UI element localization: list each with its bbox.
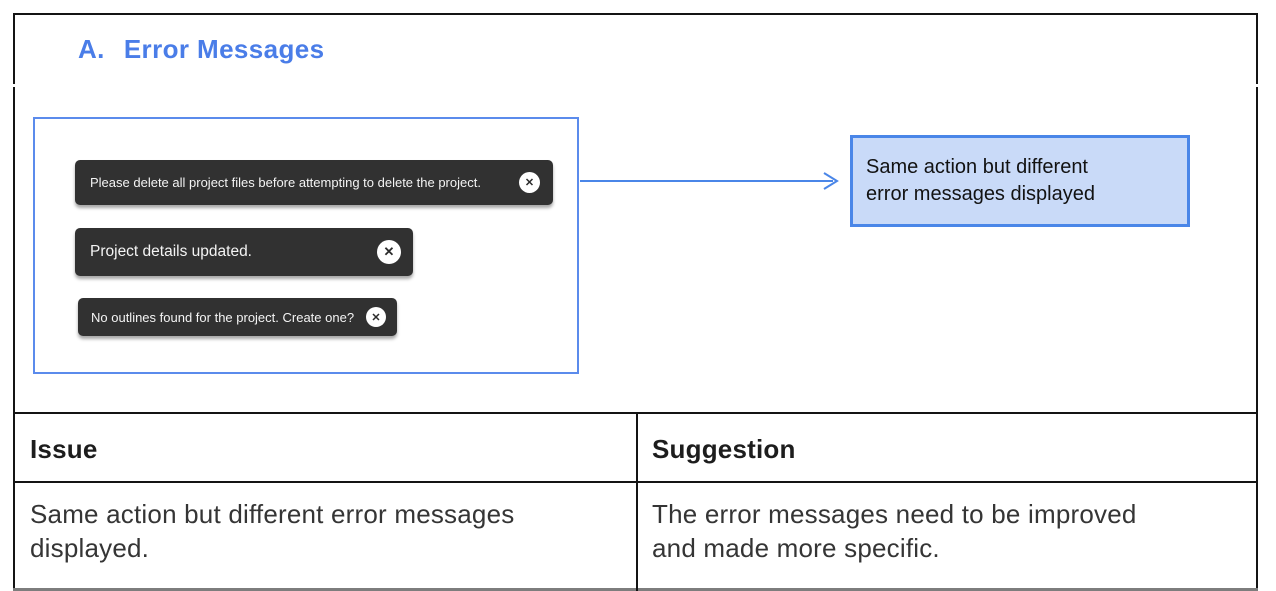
table-header-suggestion: Suggestion — [652, 434, 796, 464]
table-cell-line: and made more specific. — [652, 533, 940, 563]
arrow-connector-icon — [580, 172, 839, 190]
close-circle-icon: ✕ — [519, 172, 540, 193]
table-border-bottom — [13, 588, 1258, 591]
table-border-right-upper — [1256, 13, 1258, 84]
toast-notification: No outlines found for the project. Creat… — [78, 298, 397, 336]
table-header-issue: Issue — [30, 434, 98, 464]
close-circle-icon: ✕ — [366, 307, 386, 327]
section-heading-title: Error Messages — [123, 34, 325, 64]
table-border-left-upper — [13, 13, 15, 84]
toast-message: Project details updated. — [90, 243, 252, 260]
table-border-right-lower — [1256, 87, 1258, 591]
table-border-left-lower — [13, 87, 15, 591]
toast-message: Please delete all project files before a… — [90, 175, 481, 190]
toast-notification: Project details updated. ✕ — [75, 228, 413, 276]
table-cell-line: displayed. — [30, 533, 150, 563]
table-cell-line: The error messages need to be improved — [652, 499, 1137, 529]
callout-note: Same action but different error messages… — [850, 135, 1190, 227]
toast-message: No outlines found for the project. Creat… — [91, 309, 355, 325]
table-cell-issue: Same action but different error messages… — [30, 497, 514, 565]
toast-notification: Please delete all project files before a… — [75, 160, 553, 205]
table-cell-suggestion: The error messages need to be improved a… — [652, 497, 1137, 565]
callout-line: error messages displayed — [866, 183, 1095, 205]
callout-line: Same action but different — [866, 156, 1088, 178]
section-heading-number: A. — [78, 34, 105, 64]
table-border-header-bottom — [13, 481, 1258, 483]
table-column-divider — [636, 412, 638, 591]
screenshot-figure: Please delete all project files before a… — [33, 117, 579, 374]
table-border-top — [13, 13, 1258, 15]
section-heading: A. Error Messages — [78, 34, 325, 65]
table-cell-line: Same action but different error messages — [30, 499, 515, 529]
close-circle-icon: ✕ — [377, 240, 401, 264]
table-border-header-top — [13, 412, 1258, 414]
